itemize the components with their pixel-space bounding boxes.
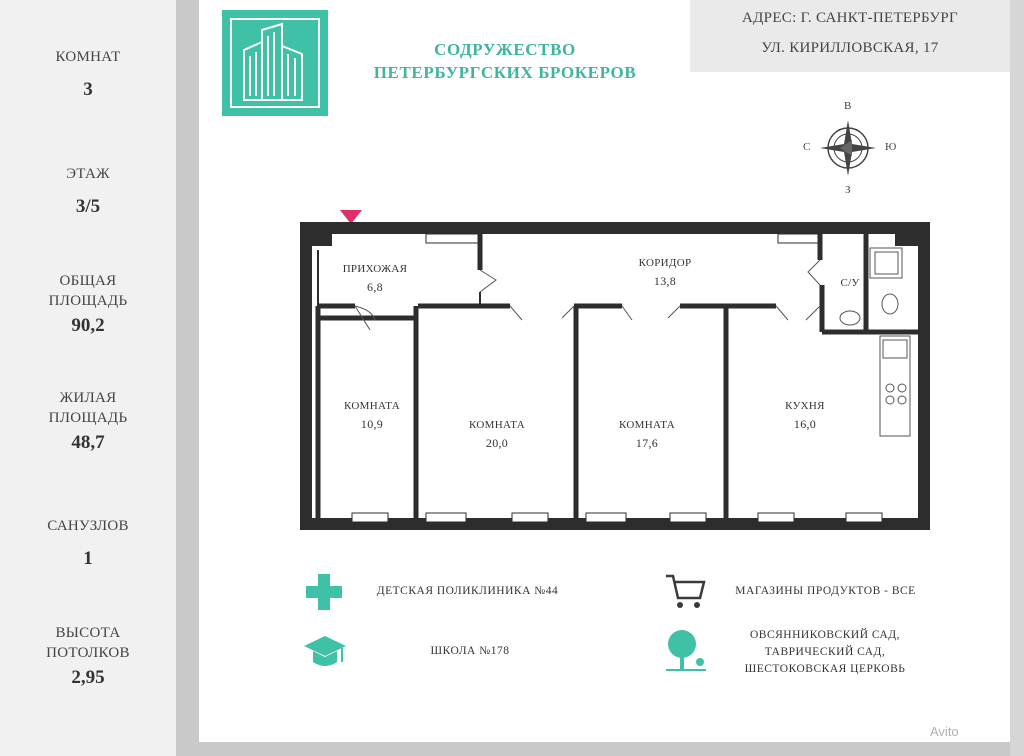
stat-living-area: ЖИЛАЯ ПЛОЩАДЬ 48,7 [0,388,176,454]
stat-value: 3/5 [75,196,101,217]
stat-ceiling-height: ВЫСОТА ПОТОЛКОВ 2,95 [0,623,176,689]
shopping-cart-icon [666,574,706,608]
stat-label: ОБЩАЯ ПЛОЩАДЬ [48,273,128,309]
room-name: КОМНАТА [619,419,675,431]
stat-label: САНУЗЛОВ [47,518,129,534]
room-name: КОМНАТА [344,400,400,412]
company-name-line2: ПЕТЕРБУРГСКИХ БРОКЕРОВ [373,63,637,82]
floor-plan [300,210,930,530]
stat-value: 1 [83,548,93,569]
room-corridor: КОРИДОР 13,8 [615,254,715,290]
stat-bathrooms: САНУЗЛОВ 1 [0,516,176,570]
address-line2: УЛ. КИРИЛЛОВСКАЯ, 17 [761,40,939,56]
room-bathroom: С/У [830,274,870,292]
compass-south: З [845,184,851,196]
stat-label: ЖИЛАЯ ПЛОЩАДЬ [48,390,128,426]
room-name: КОМНАТА [469,419,525,431]
stat-total-area: ОБЩАЯ ПЛОЩАДЬ 90,2 [0,271,176,337]
stats-sidebar: КОМНАТ 3 ЭТАЖ 3/5 ОБЩАЯ ПЛОЩАДЬ 90,2 ЖИЛ… [0,0,176,756]
info-shops: МАГАЗИНЫ ПРОДУКТОВ - ВСЕ [735,585,916,597]
room-name: КОРИДОР [638,257,692,269]
room-bedroom-2: КОМНАТА 20,0 [452,416,542,452]
stat-value: 90,2 [71,315,105,336]
room-bedroom-1: КОМНАТА 10,9 [327,397,417,433]
room-hallway: ПРИХОЖАЯ 6,8 [330,260,420,296]
info-parks: ОВСЯННИКОВСКИЙ САД, ТАВРИЧЕСКИЙ САД, ШЕС… [744,629,906,675]
info-clinic: ДЕТСКАЯ ПОЛИКЛИНИКА №44 [376,585,559,597]
stat-rooms: КОМНАТ 3 [0,47,176,101]
compass-west: С [803,141,811,153]
kitchen-counter [879,335,911,437]
room-area: 16,0 [793,417,817,431]
address-line1: АДРЕС: Г. САНКТ-ПЕТЕРБУРГ [742,10,958,26]
stat-label: КОМНАТ [55,49,121,65]
graduation-cap-icon [304,636,346,666]
stat-value: 3 [83,79,93,100]
address-box: АДРЕС: Г. САНКТ-ПЕТЕРБУРГ УЛ. КИРИЛЛОВСК… [690,0,1010,72]
bathroom-fixtures [839,247,903,326]
buildings-icon [243,22,303,101]
compass-north: В [844,100,852,112]
room-bedroom-3: КОМНАТА 17,6 [602,416,692,452]
compass-east: Ю [885,141,897,153]
stat-value: 48,7 [71,432,105,453]
right-edge [1010,0,1024,756]
room-area: 20,0 [485,436,509,450]
room-name: ПРИХОЖАЯ [342,263,408,275]
compass-icon [820,120,876,176]
stat-label: ВЫСОТА ПОТОЛКОВ [46,625,130,661]
watermark: Avito [930,724,959,739]
entrance-marker-icon [340,210,362,224]
info-school: ШКОЛА №178 [430,645,510,657]
medical-cross-icon [306,574,342,610]
stat-value: 2,95 [71,667,105,688]
room-area: 6,8 [367,280,383,294]
tree-icon [666,630,706,671]
company-name: СОДРУЖЕСТВО ПЕТЕРБУРГСКИХ БРОКЕРОВ [345,38,665,84]
main-panel [199,0,1024,742]
room-name: КУХНЯ [785,400,825,412]
company-logo [222,10,328,116]
room-area: 13,8 [653,274,677,288]
room-name: С/У [840,277,860,289]
room-area: 17,6 [635,436,659,450]
logo-frame [230,18,320,108]
outer-walls [300,222,930,530]
room-kitchen: КУХНЯ 16,0 [760,397,850,433]
company-name-line1: СОДРУЖЕСТВО [434,40,576,59]
stat-floor: ЭТАЖ 3/5 [0,164,176,218]
room-area: 10,9 [360,417,384,431]
stat-label: ЭТАЖ [66,166,110,182]
